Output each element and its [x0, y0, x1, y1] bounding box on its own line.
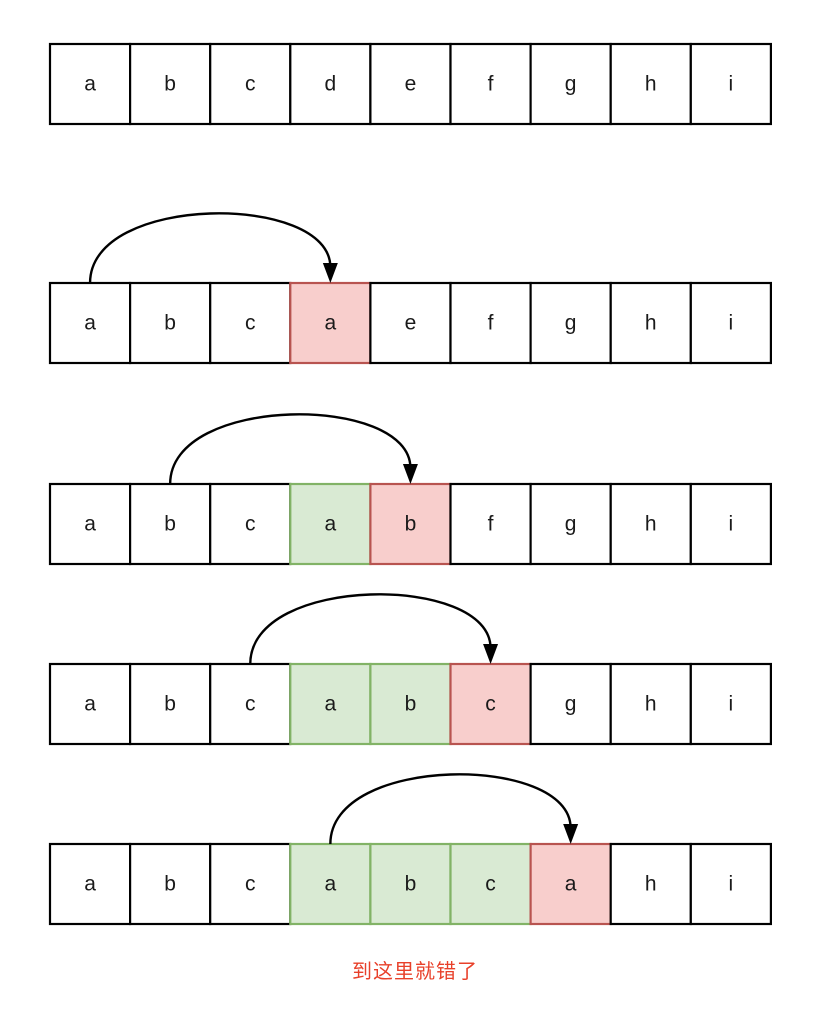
array-cell-label: f — [488, 312, 494, 335]
array-cell — [369, 842, 452, 926]
array-cell-label: b — [164, 513, 176, 536]
array-cell-label: b — [164, 312, 176, 335]
array-cell-label: a — [84, 693, 96, 716]
array-cell — [48, 42, 132, 126]
copy-arrow — [168, 413, 412, 485]
array-cell-label: b — [405, 693, 417, 716]
array-cell-label: a — [84, 873, 96, 896]
array-cell — [689, 482, 772, 566]
array-cell-label: c — [485, 693, 496, 716]
array-cell-label: g — [565, 312, 577, 335]
array-cell-label: e — [405, 312, 417, 335]
array-cell — [48, 662, 132, 746]
array-cell-label: c — [245, 73, 256, 96]
array-cell — [209, 482, 292, 566]
array-cell — [369, 42, 452, 126]
array-cell — [689, 662, 772, 746]
array-cell-label: a — [565, 873, 577, 896]
array-cell-label: b — [405, 513, 417, 536]
array-row-0: a b c d e f g h i — [48, 42, 772, 126]
array-cell-label: a — [325, 873, 337, 896]
copy-arrow — [249, 593, 492, 665]
array-cell — [529, 281, 612, 365]
array-cell-label: g — [565, 693, 577, 716]
array-cell — [48, 842, 132, 926]
array-cell — [529, 482, 612, 566]
array-cell-label: h — [645, 312, 657, 335]
array-cell-label: h — [645, 513, 657, 536]
array-cell-label: e — [405, 73, 417, 96]
array-cell — [529, 42, 612, 126]
array-cell-label: d — [325, 73, 337, 96]
error-caption: 到这里就错了 — [352, 961, 478, 983]
array-cell-label: a — [325, 513, 337, 536]
array-cell — [48, 482, 132, 566]
array-cell-label: f — [488, 73, 494, 96]
array-cell-label: i — [729, 73, 734, 96]
array-cell — [289, 482, 372, 566]
array-cell — [209, 281, 292, 365]
array-cell — [689, 281, 772, 365]
array-cell — [609, 42, 692, 126]
copy-arrow-head-icon — [322, 263, 338, 283]
array-cell-label: a — [84, 513, 96, 536]
array-cell-label: f — [488, 513, 494, 536]
array-cell — [129, 842, 212, 926]
array-cell — [449, 42, 532, 126]
array-cell-label: c — [245, 693, 256, 716]
array-cell-label: b — [164, 73, 176, 96]
array-cell — [609, 281, 692, 365]
array-cell — [609, 662, 692, 746]
array-cell — [48, 281, 132, 365]
array-cell-label: i — [729, 693, 734, 716]
array-cell-label: a — [84, 312, 96, 335]
array-cell-label: i — [729, 312, 734, 335]
array-cell — [209, 42, 292, 126]
array-cell-label: a — [325, 312, 337, 335]
array-cell — [289, 281, 372, 365]
array-cell — [289, 662, 372, 746]
array-cell — [129, 662, 212, 746]
array-cell — [689, 842, 772, 926]
array-cell-label: c — [245, 513, 256, 536]
copy-arrow — [329, 773, 572, 845]
copy-arrow-head-icon — [483, 644, 499, 664]
array-cell-label: h — [645, 693, 657, 716]
copy-arrow-head-icon — [563, 824, 579, 844]
array-cell-label: b — [164, 873, 176, 896]
array-cell-label: h — [645, 873, 657, 896]
array-cell-label: i — [729, 513, 734, 536]
array-cell — [369, 281, 452, 365]
array-cell-label: a — [325, 693, 337, 716]
array-cell — [129, 482, 212, 566]
array-cell — [449, 842, 532, 926]
copy-arrow — [88, 212, 332, 284]
array-cell — [529, 662, 612, 746]
array-cell-label: g — [565, 513, 577, 536]
array-cell-label: h — [645, 73, 657, 96]
array-cell-label: i — [729, 873, 734, 896]
array-cell-label: g — [565, 73, 577, 96]
array-cell-label: c — [485, 873, 496, 896]
copy-arrow-head-icon — [402, 464, 418, 484]
array-cell-label: c — [245, 312, 256, 335]
array-cell-label: c — [245, 873, 256, 896]
array-cell — [129, 42, 212, 126]
array-cell — [689, 42, 772, 126]
array-cell-label: b — [405, 873, 417, 896]
array-cell — [369, 482, 452, 566]
array-cell-label: b — [164, 693, 176, 716]
array-cell-label: a — [84, 73, 96, 96]
